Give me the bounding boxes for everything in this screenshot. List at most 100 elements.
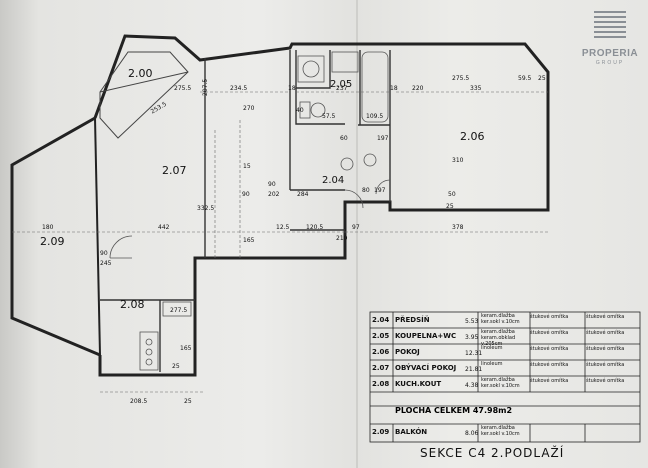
exterior-walls <box>10 34 550 377</box>
dim-label: 180 <box>42 224 54 231</box>
dim-label: 18 <box>288 85 296 92</box>
dim-label: 80 <box>362 187 370 194</box>
room-name: KUCH.KOUT <box>395 380 442 388</box>
interior-walls <box>100 50 391 372</box>
dim-label: 57.5 <box>322 113 336 120</box>
room-label-2-08: 2.08 <box>120 298 145 311</box>
room-wall: štukové omítka <box>530 314 569 320</box>
room-wall: štukové omítka <box>530 378 569 384</box>
room-label-2-04: 2.04 <box>322 175 344 186</box>
dim-label: 202 <box>268 191 280 198</box>
dim-label: 270 <box>243 105 255 112</box>
dim-label: 220 <box>412 85 424 92</box>
room-label-2-00: 2.00 <box>128 67 153 80</box>
dim-label: 18 <box>390 85 398 92</box>
room-code: 2.08 <box>372 380 390 388</box>
logo-mark-icon <box>594 11 626 38</box>
room-floor: linoleum <box>481 361 503 367</box>
room-area: 4.38 <box>465 382 479 389</box>
schedule-row: 2.05 KOUPELNA+WC 3.95 keram.dlažba keram… <box>370 328 640 347</box>
room-code: 2.04 <box>372 316 390 324</box>
room-area: 21.81 <box>465 366 483 373</box>
schedule-row: 2.08 KUCH.KOUT 4.38 keram.dlažba ker.sok… <box>370 376 640 392</box>
dim-label: 208.5 <box>130 398 147 405</box>
dim-label: 207.5 <box>202 79 209 96</box>
room-wall: štukové omítka <box>530 362 569 368</box>
dim-label: 120.5 <box>306 224 323 231</box>
room-wall: štukové omítka <box>530 346 569 352</box>
room-ceiling: štukové omítka <box>586 314 625 320</box>
dim-label: 253.5 <box>150 101 169 116</box>
room-wall: štukové omítka <box>530 330 569 336</box>
dim-label: 237 <box>336 85 348 92</box>
room-ceiling: štukové omítka <box>586 378 625 384</box>
dim-label: 378 <box>452 224 464 231</box>
room-area: 5.53 <box>465 318 479 325</box>
room-name: PŘEDSÍŇ <box>395 316 430 324</box>
room-floor: keram.dlažba keram.obklad v.205cm <box>481 329 516 347</box>
dim-label: 275.5 <box>452 75 469 82</box>
schedule-row: 2.07 OBÝVACÍ POKOJ 21.81 linoleum štukov… <box>370 360 640 376</box>
dim-label: 284 <box>297 191 309 198</box>
dim-label: 40 <box>296 107 304 114</box>
room-floor: keram.dlažba ker.sokl v.10cm <box>481 313 520 325</box>
room-code: 2.06 <box>372 348 390 356</box>
dim-label: 15 <box>243 163 251 170</box>
dim-label: 25 <box>446 203 454 210</box>
dim-label: 234.5 <box>230 85 247 92</box>
dim-label: 210 <box>336 235 348 242</box>
dim-label: 245 <box>100 260 112 267</box>
paper-fold <box>356 0 358 468</box>
room-label-2-06: 2.06 <box>460 130 485 143</box>
room-code: 2.05 <box>372 332 390 340</box>
room-label-2-07: 2.07 <box>162 164 187 177</box>
room-ceiling: štukové omítka <box>586 330 625 336</box>
room-area: 8.06 <box>465 430 479 437</box>
logo-name: PROPERIA <box>581 48 639 59</box>
room-name: BALKÓN <box>395 428 428 436</box>
logo-sub: GROUP <box>595 60 625 66</box>
room-code: 2.09 <box>372 428 390 436</box>
fixtures <box>109 51 391 371</box>
section-footer: SEKCE C4 2.PODLAŽÍ <box>420 446 565 460</box>
dimension-labels: 275.5 207.5 234.5 253.5 18 237 18 275.5 … <box>42 75 546 405</box>
dim-label: 197 <box>377 135 389 142</box>
dimension-lines <box>12 91 548 393</box>
schedule-row: 2.04 PŘEDSÍŇ 5.53 keram.dlažba ker.sokl … <box>370 312 640 328</box>
dim-label: 59.5 <box>518 75 532 82</box>
dim-label: 25 <box>172 363 180 370</box>
dim-label: 90 <box>242 191 250 198</box>
room-code: 2.07 <box>372 364 390 372</box>
dim-label: 25 <box>184 398 192 405</box>
dim-label: 50 <box>448 191 456 198</box>
dim-label: 310 <box>452 157 464 164</box>
dim-label: 25 <box>538 75 546 82</box>
dim-label: 277.5 <box>170 307 187 314</box>
dim-label: 90 <box>268 181 276 188</box>
room-label-2-09: 2.09 <box>40 235 65 248</box>
dim-label: 197 <box>374 187 386 194</box>
total-area: PLOCHA CELKEM 47.98m2 <box>395 406 513 415</box>
room-area: 12.31 <box>465 350 483 357</box>
schedule-row: 2.06 POKOJ 12.31 linoleum štukové omítka… <box>370 344 640 360</box>
dim-label: 335 <box>470 85 482 92</box>
dim-label: 97 <box>352 224 360 231</box>
schedule-row-balcony: 2.09 BALKÓN 8.06 keram.dlažba ker.sokl v… <box>370 424 640 440</box>
room-schedule: 2.04 PŘEDSÍŇ 5.53 keram.dlažba ker.sokl … <box>370 312 640 442</box>
dim-label: 12.5 <box>276 224 290 231</box>
dim-label: 275.5 <box>174 85 191 92</box>
room-area: 3.95 <box>465 334 479 341</box>
schedule-grid <box>369 311 641 443</box>
properia-logo: PROPERIA GROUP <box>578 8 642 88</box>
dim-label: 109.5 <box>366 113 383 120</box>
room-floor: keram.dlažba ker.sokl v.10cm <box>481 377 520 389</box>
room-name: OBÝVACÍ POKOJ <box>395 364 457 372</box>
room-name: KOUPELNA+WC <box>395 332 457 340</box>
dim-label: 60 <box>340 135 348 142</box>
room-name: POKOJ <box>395 348 420 356</box>
room-floor: keram.dlažba ker.sokl v.10cm <box>481 425 520 437</box>
room-label-2-05: 2.05 <box>330 79 352 90</box>
dim-label: 165 <box>243 237 255 244</box>
dim-label: 165 <box>180 345 192 352</box>
